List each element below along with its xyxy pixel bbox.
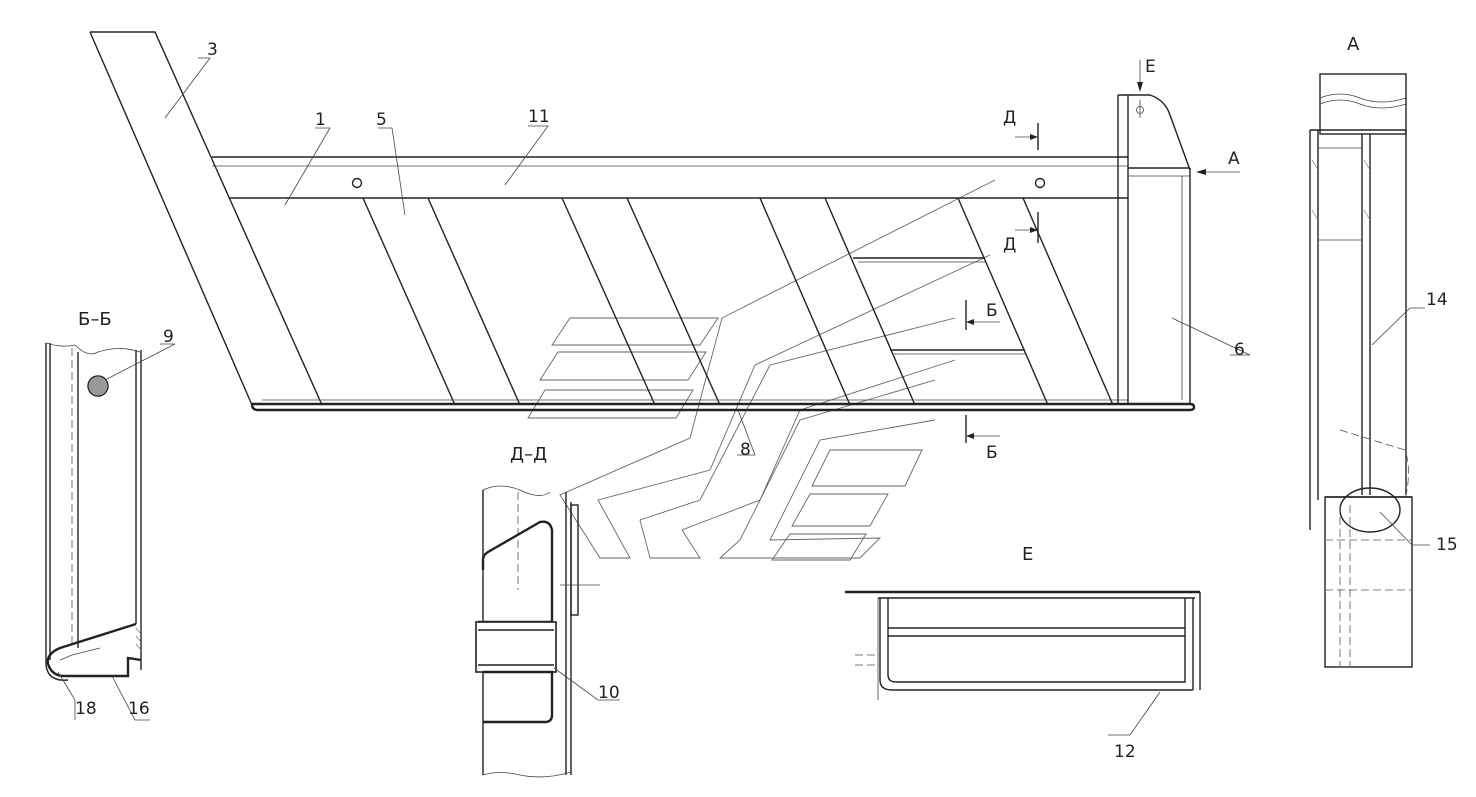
label-14: 14 (1426, 290, 1448, 310)
label-5: 5 (376, 110, 387, 130)
marker-letters: Е А Д Д Б Б (986, 57, 1240, 463)
marker-a: А (1228, 149, 1240, 169)
bolt-hole-left (351, 177, 363, 189)
label-11: 11 (528, 107, 550, 127)
bolt-hole-right (1034, 177, 1046, 189)
label-18: 18 (75, 699, 97, 719)
label-12: 12 (1114, 742, 1136, 762)
section-markers (965, 60, 1240, 443)
label-16: 16 (128, 699, 150, 719)
view-bb (45, 342, 176, 721)
label-1: 1 (315, 110, 326, 130)
marker-b-bottom: Б (986, 443, 998, 463)
label-8: 8 (740, 440, 751, 460)
label-6: 6 (1234, 340, 1245, 360)
view-title-a: А (1347, 34, 1360, 55)
label-9: 9 (163, 327, 174, 347)
label-10: 10 (598, 683, 620, 703)
marker-d-bottom: Д (1003, 235, 1016, 255)
view-title-dd: Д–Д (510, 444, 547, 465)
label-15: 15 (1436, 535, 1458, 555)
marker-b-top: Б (986, 301, 998, 321)
marker-d-top: Д (1003, 108, 1016, 128)
view-title-e: Е (1022, 544, 1033, 565)
label-3: 3 (207, 40, 218, 60)
view-title-bb: Б–Б (78, 309, 112, 330)
view-titles: Б–Б Д–Д Е А (78, 34, 1360, 565)
view-a (1309, 73, 1430, 668)
marker-e: Е (1145, 57, 1156, 77)
view-e (845, 590, 1201, 736)
watermark-logo (527, 179, 996, 561)
part-labels: 3 1 5 11 6 8 9 18 16 10 12 14 15 (75, 40, 1458, 762)
view-dd (475, 485, 620, 778)
leader-lines (164, 57, 1251, 456)
main-view (89, 31, 1196, 412)
